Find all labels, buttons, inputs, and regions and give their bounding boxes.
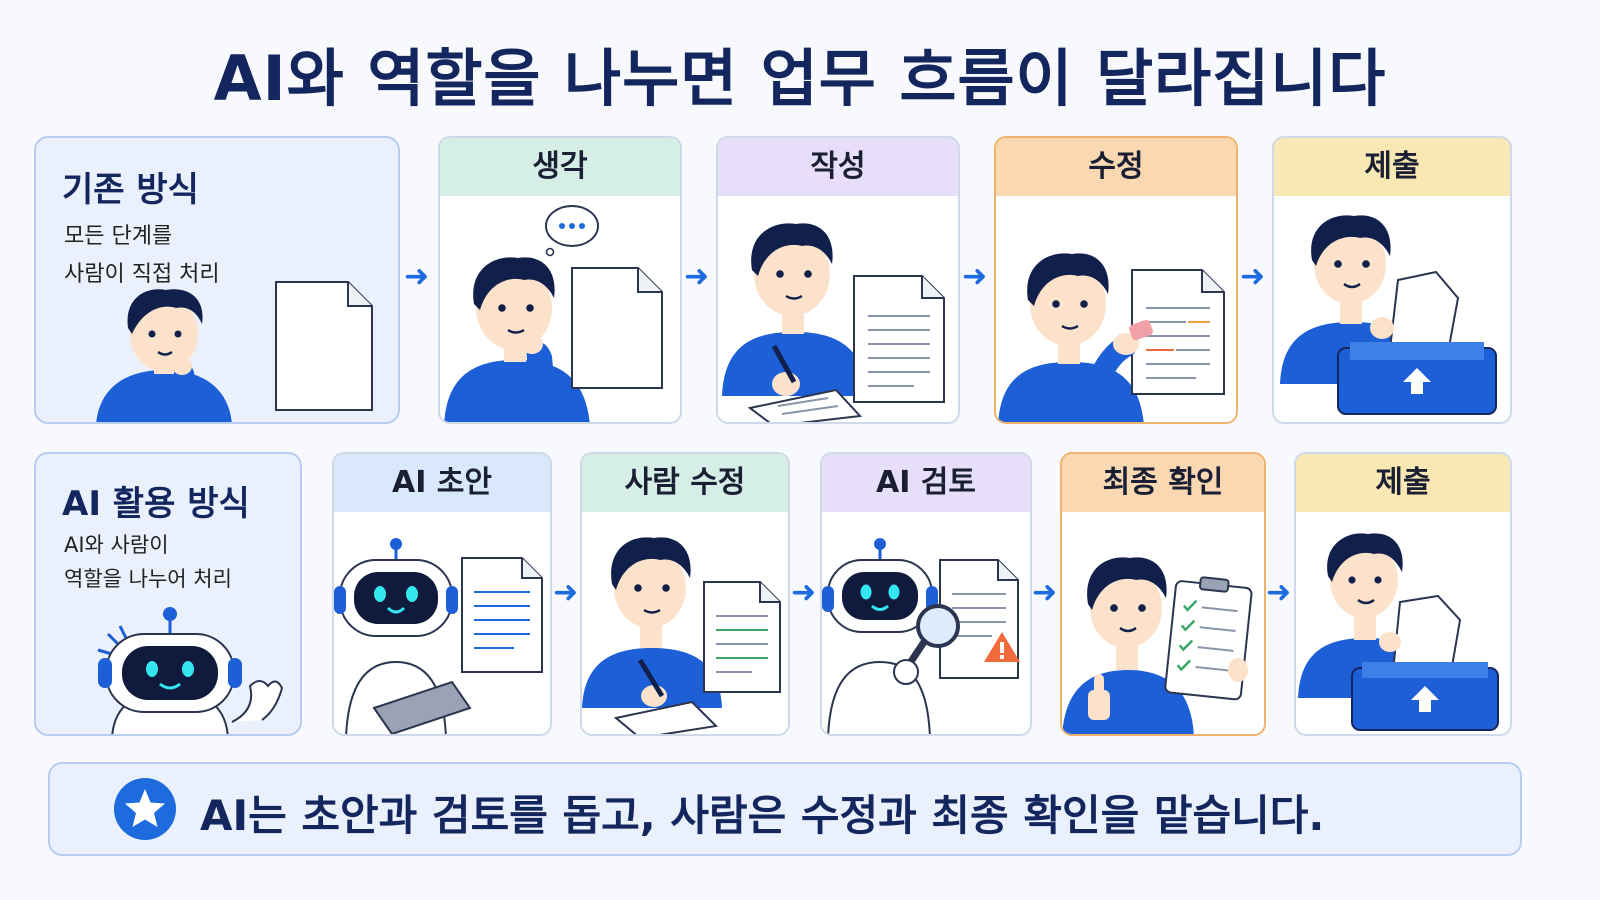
row1-intro-desc: 모든 단계를 사람이 직접 처리 [64,218,220,294]
row2-step-card-5: 제출 [1294,452,1512,736]
row1-intro-title: 기존 방식 [62,170,199,210]
row2-step-card-2: 사람 수정 [580,452,790,736]
row2-step-card-1: AI 초안 [332,452,552,736]
thinking-person-document-icon [444,205,663,422]
arrow-right-icon: ➜ [1032,575,1058,610]
row2-step-card-3: AI 검토 [820,452,1032,736]
submitting-person-icon [1280,215,1497,415]
row1-step-card-2: 작성 [716,136,960,424]
summary-text: AI는 초안과 검토를 돕고, 사람은 수정과 최종 확인을 맡습니다. [200,791,1325,840]
row1-step-card-4: 제출 [1272,136,1512,424]
row1-step-card-3: 수정 [994,136,1238,424]
submitting-person-icon [1298,533,1499,731]
page-title: AI와 역할을 나누면 업무 흐름이 달라집니다 [213,42,1387,115]
row2-step-label-3: AI 검토 [822,454,1030,512]
arrow-right-icon: ➜ [1240,259,1266,294]
row2-step-label-4: 최종 확인 [1062,454,1264,512]
row2-step-card-4: 최종 확인 [1060,452,1266,736]
robot-reviewing-icon [822,538,1020,734]
row2-step-label-5: 제출 [1296,454,1510,512]
person-revising-icon [582,537,781,734]
arrow-right-icon: ➜ [791,575,817,610]
row1-step-label-3: 수정 [996,138,1236,196]
row1-step-card-1: 생각 [438,136,682,424]
row2-desc-line1: AI와 사람이 [64,533,169,557]
row2-step-label-1: AI 초안 [334,454,550,512]
row2-desc-line2: 역할을 나누어 처리 [64,567,232,591]
row2-intro-panel: AI 활용 방식 AI와 사람이 역할을 나누어 처리 [34,452,302,736]
row1-step-label-4: 제출 [1274,138,1510,196]
star-icon [114,778,176,840]
arrow-right-icon: ➜ [1266,575,1292,610]
arrow-right-icon: ➜ [684,259,710,294]
arrow-right-icon: ➜ [553,575,579,610]
writing-person-icon [722,223,945,422]
row2-intro-title: AI 활용 방식 [62,484,250,524]
editing-person-icon [998,253,1225,422]
summary-banner: AI는 초안과 검토를 돕고, 사람은 수정과 최종 확인을 맡습니다. [48,762,1522,856]
row2-step-label-2: 사람 수정 [582,454,788,512]
row1-intro-panel: 기존 방식 모든 단계를 사람이 직접 처리 [34,136,400,424]
row1-desc-line2: 사람이 직접 처리 [64,262,220,287]
arrow-right-icon: ➜ [404,259,430,294]
row1-step-label-1: 생각 [440,138,680,196]
waving-robot-icon [97,607,284,734]
person-final-check-icon [1062,557,1253,734]
row1-step-label-2: 작성 [718,138,958,196]
thinking-person-icon [96,281,373,422]
row1-desc-line1: 모든 단계를 [64,224,173,249]
robot-drafting-icon [334,538,543,734]
row2-intro-desc: AI와 사람이 역할을 나누어 처리 [64,528,232,596]
arrow-right-icon: ➜ [962,259,988,294]
